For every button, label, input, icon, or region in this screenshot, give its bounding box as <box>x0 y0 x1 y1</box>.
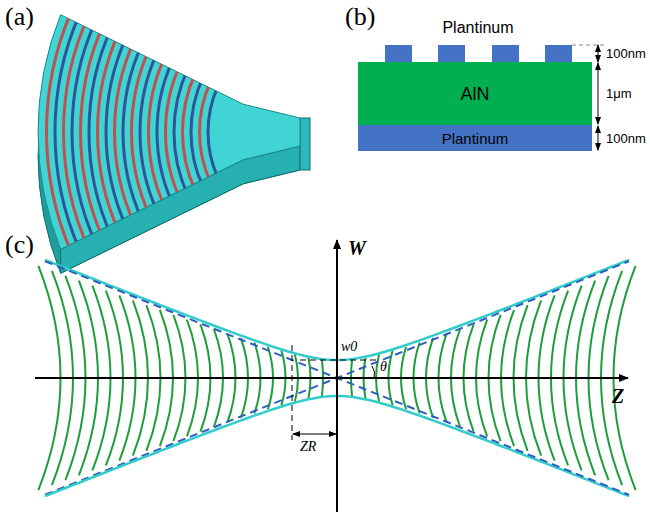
dimension: 100nm <box>606 47 646 60</box>
waist-line <box>300 360 378 361</box>
aln-layer: AlN <box>358 62 592 125</box>
layer-label: Plantinum <box>442 20 513 36</box>
dimension: 1μm <box>606 87 632 100</box>
symbol-label: w0 <box>341 340 357 354</box>
z-axis <box>35 377 628 379</box>
taper-waveguide <box>38 6 310 273</box>
layer-label: Plantinum <box>442 131 509 146</box>
platinum-layer: Plantinum <box>358 125 592 151</box>
panel-label: (c) <box>5 232 34 258</box>
symbol-label: ZR <box>300 440 316 454</box>
axis-label: Z <box>612 386 624 406</box>
layer-label: AlN <box>460 85 489 103</box>
panel-label: (b) <box>345 4 375 30</box>
rayleigh-line <box>292 345 293 440</box>
w-axis <box>336 240 338 512</box>
panel-label: (a) <box>5 4 34 30</box>
dimension: 100nm <box>606 132 646 145</box>
axis-label: W <box>348 238 366 258</box>
rayleigh-dimension <box>293 434 336 435</box>
symbol-label: θ <box>380 360 387 374</box>
angle-arc <box>372 366 375 378</box>
